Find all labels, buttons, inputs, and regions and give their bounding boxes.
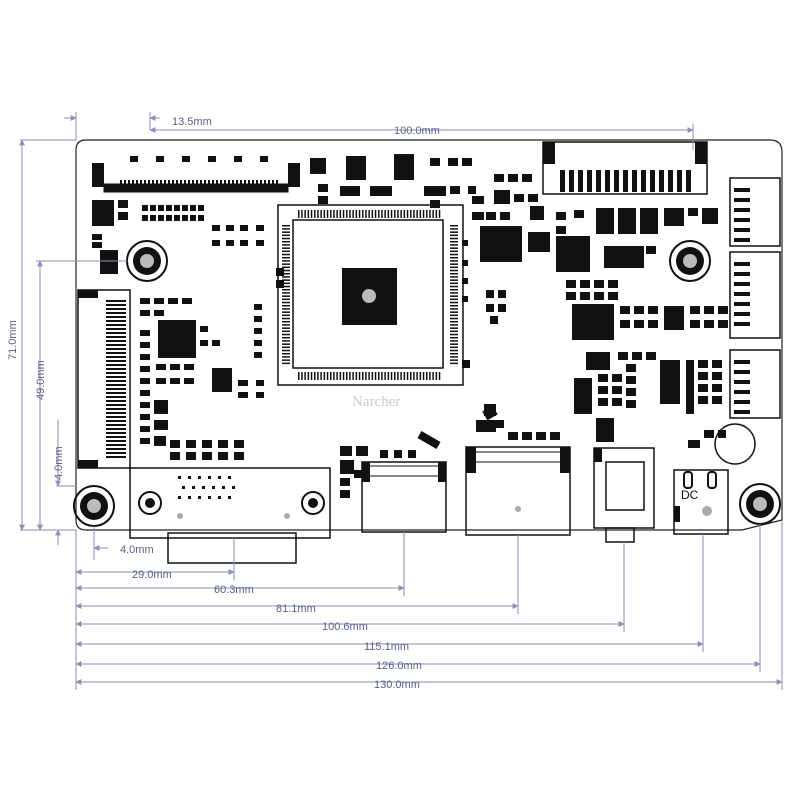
dim-left-4-0: 4.0mm xyxy=(53,446,65,480)
mounting-hole-3 xyxy=(73,485,115,527)
dim-bottom-115-1: 115.1mm xyxy=(364,641,409,653)
hdmi-connector-1 xyxy=(361,461,447,533)
dim-top-13-5: 13.5mm xyxy=(172,116,212,128)
dim-bottom-100-6: 100.6mm xyxy=(322,621,368,633)
main-ic xyxy=(277,204,464,386)
dim-bottom-126-0: 126.0mm xyxy=(376,660,422,672)
dim-left-71-0: 71.0mm xyxy=(7,320,19,360)
dim-bottom-4-0: 4.0mm xyxy=(120,544,154,556)
dc-label: DC xyxy=(681,488,699,502)
mounting-hole-4 xyxy=(739,483,781,525)
smd-components xyxy=(92,154,728,498)
top-right-connector xyxy=(542,141,708,195)
dim-bottom-29-0: 29.0mm xyxy=(132,569,172,581)
capacitor xyxy=(714,423,756,465)
watermark: Narcher xyxy=(352,394,400,410)
dim-left-49-0: 49.0mm xyxy=(35,360,47,400)
mounting-hole-1 xyxy=(126,240,168,282)
dim-bottom-130-0: 130.0mm xyxy=(374,679,420,691)
lvds-connector xyxy=(92,156,300,193)
left-side-connector xyxy=(77,289,131,469)
board-outline xyxy=(75,139,783,531)
dim-bottom-81-1: 81.1mm xyxy=(276,603,316,615)
mounting-hole-2 xyxy=(669,240,711,282)
dim-bottom-60-3: 60.3mm xyxy=(214,584,254,596)
dimension-lines xyxy=(19,112,783,690)
dc-power-jack: DC xyxy=(673,469,729,535)
hdmi-connector-2 xyxy=(465,446,571,536)
right-side-connectors xyxy=(729,177,781,419)
audio-jack xyxy=(593,447,655,543)
dim-top-100-0: 100.0mm xyxy=(394,125,440,137)
vga-connector xyxy=(129,467,331,564)
